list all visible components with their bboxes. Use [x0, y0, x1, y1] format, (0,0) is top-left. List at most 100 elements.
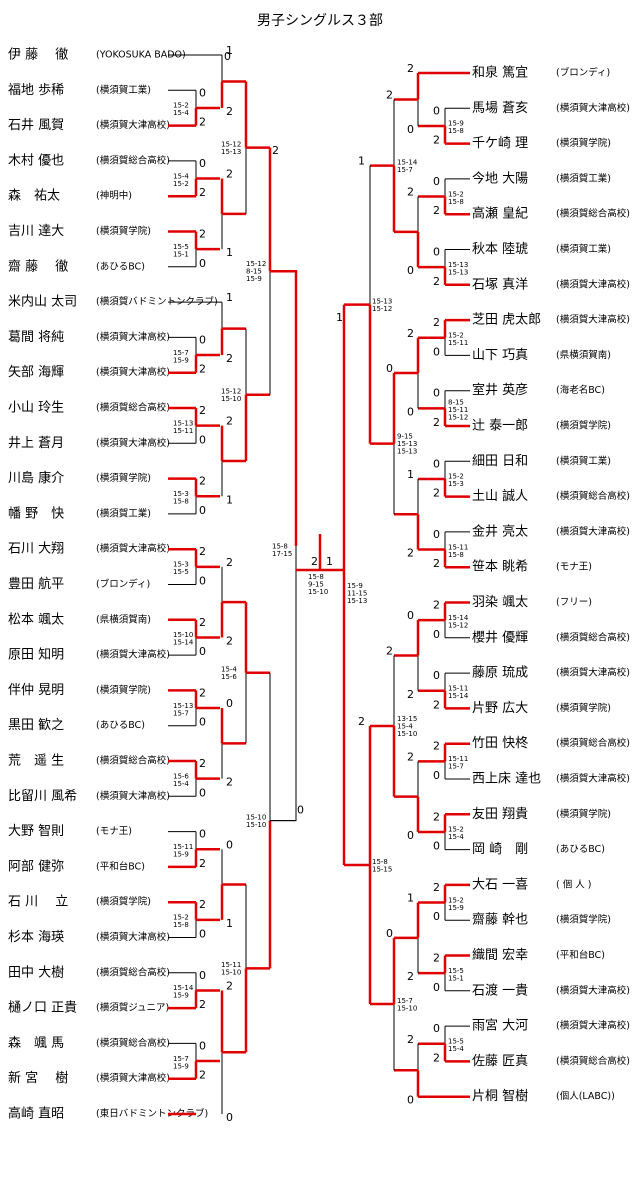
- left-player-club: (横須賀大津高校): [96, 119, 170, 131]
- match-score: 2: [433, 881, 440, 894]
- match-score: 2: [433, 416, 440, 429]
- match-score: 0: [224, 50, 231, 63]
- match-score: 0: [226, 838, 233, 851]
- match-score: 0: [433, 669, 440, 682]
- left-player-name: 森 祐太: [8, 189, 60, 204]
- right-player-name: 高瀬 皇紀: [472, 206, 528, 222]
- left-semi-line: [270, 269, 298, 546]
- right-player-club: (個人(LABC)): [556, 1090, 615, 1102]
- left-player-name: 木村 優也: [8, 153, 64, 168]
- match-score: 2: [199, 757, 206, 770]
- left-player-club: (ブロンディ): [96, 578, 150, 590]
- match-score: 1: [226, 246, 233, 259]
- left-player-name: 樋ノ口 正貴: [8, 1000, 77, 1016]
- match-score: 1: [358, 155, 365, 168]
- right-player-club: (横須賀大津高校): [556, 1020, 630, 1032]
- match-score: 2: [433, 698, 440, 711]
- match-score: 0: [433, 175, 440, 188]
- right-player-club: (フリー): [556, 597, 592, 608]
- left-player-club: (横須賀総合高校): [96, 966, 170, 978]
- left-player-name: 米内山 太司: [8, 294, 77, 310]
- right-player-club: (横須賀工業): [556, 172, 611, 184]
- left-player-name: 大野 智則: [8, 824, 64, 839]
- match-score: 2: [407, 547, 414, 560]
- left-player-name: 川島 康介: [8, 470, 64, 486]
- right-player-name: 石渡 一貴: [472, 982, 528, 998]
- match-score: 0: [297, 804, 304, 817]
- match-score: 0: [199, 575, 206, 588]
- match-score: 2: [199, 186, 206, 199]
- match-score: 2: [226, 415, 233, 428]
- match-score: 2: [199, 545, 206, 558]
- left-player-club: (横須賀大津高校): [96, 790, 170, 802]
- match-score: 2: [199, 1069, 206, 1082]
- match-score: 0: [433, 1022, 440, 1035]
- match-score: 0: [226, 1111, 233, 1124]
- left-player-club: (横須賀学院): [96, 684, 151, 696]
- match-score: 0: [433, 840, 440, 853]
- left-player-name: 齋 藤 徹: [8, 258, 68, 274]
- right-player-name: 土山 誠人: [472, 489, 528, 504]
- match-score: 2: [199, 686, 206, 699]
- match-score: 0: [199, 716, 206, 729]
- right-player-club: (横須賀総合高校): [556, 208, 630, 220]
- match-score: 2: [433, 134, 440, 147]
- match-score: 0: [226, 697, 233, 710]
- match-score: 2: [226, 105, 233, 118]
- left-player-name: 豊田 航平: [8, 576, 64, 592]
- left-player-club: (横須賀大津高校): [96, 331, 170, 343]
- right-player-club: ( 個 人 ): [556, 878, 591, 890]
- match-score: 0: [199, 928, 206, 941]
- match-score: 0: [433, 345, 440, 358]
- match-score: 1: [226, 44, 233, 57]
- right-player-name: 西上床 達也: [472, 772, 541, 787]
- right-player-name: 片野 広大: [472, 701, 528, 716]
- match-score: 0: [433, 910, 440, 923]
- right-player-name: 竹田 快柊: [472, 735, 528, 751]
- match-score: 0: [199, 257, 206, 270]
- match-score: 0: [407, 1094, 414, 1107]
- left-player-club: (神明中): [96, 190, 132, 202]
- match-score: 0: [433, 981, 440, 994]
- right-player-name: 馬場 蒼亥: [472, 101, 528, 116]
- right-player-name: 藤原 琉成: [472, 666, 528, 681]
- right-player-club: (あひるBC): [556, 844, 605, 855]
- match-score: 2: [433, 952, 440, 965]
- match-score: 2: [226, 634, 233, 647]
- match-score: 2: [407, 1033, 414, 1046]
- left-player-club: (横須賀学院): [96, 472, 151, 484]
- right-player-club: (横須賀工業): [556, 243, 611, 255]
- match-score: 1: [226, 493, 233, 506]
- match-score: 0: [407, 405, 414, 418]
- left-player-club: (横須賀バドミントンクラブ): [96, 296, 218, 308]
- match-score: 0: [199, 504, 206, 517]
- left-player-name: 伊 藤 徹: [8, 48, 68, 63]
- left-player-name: 黒田 歓之: [8, 718, 64, 733]
- right-player-club: (横須賀大津高校): [556, 278, 630, 290]
- match-score: 2: [433, 275, 440, 288]
- match-score: 0: [199, 828, 206, 841]
- left-player-club: (横須賀大津高校): [96, 543, 170, 555]
- match-score: 0: [199, 969, 206, 982]
- match-score: 2: [433, 1051, 440, 1064]
- match-score: 2: [407, 327, 414, 340]
- match-score: 2: [199, 616, 206, 629]
- left-player-name: 原田 知明: [8, 647, 64, 663]
